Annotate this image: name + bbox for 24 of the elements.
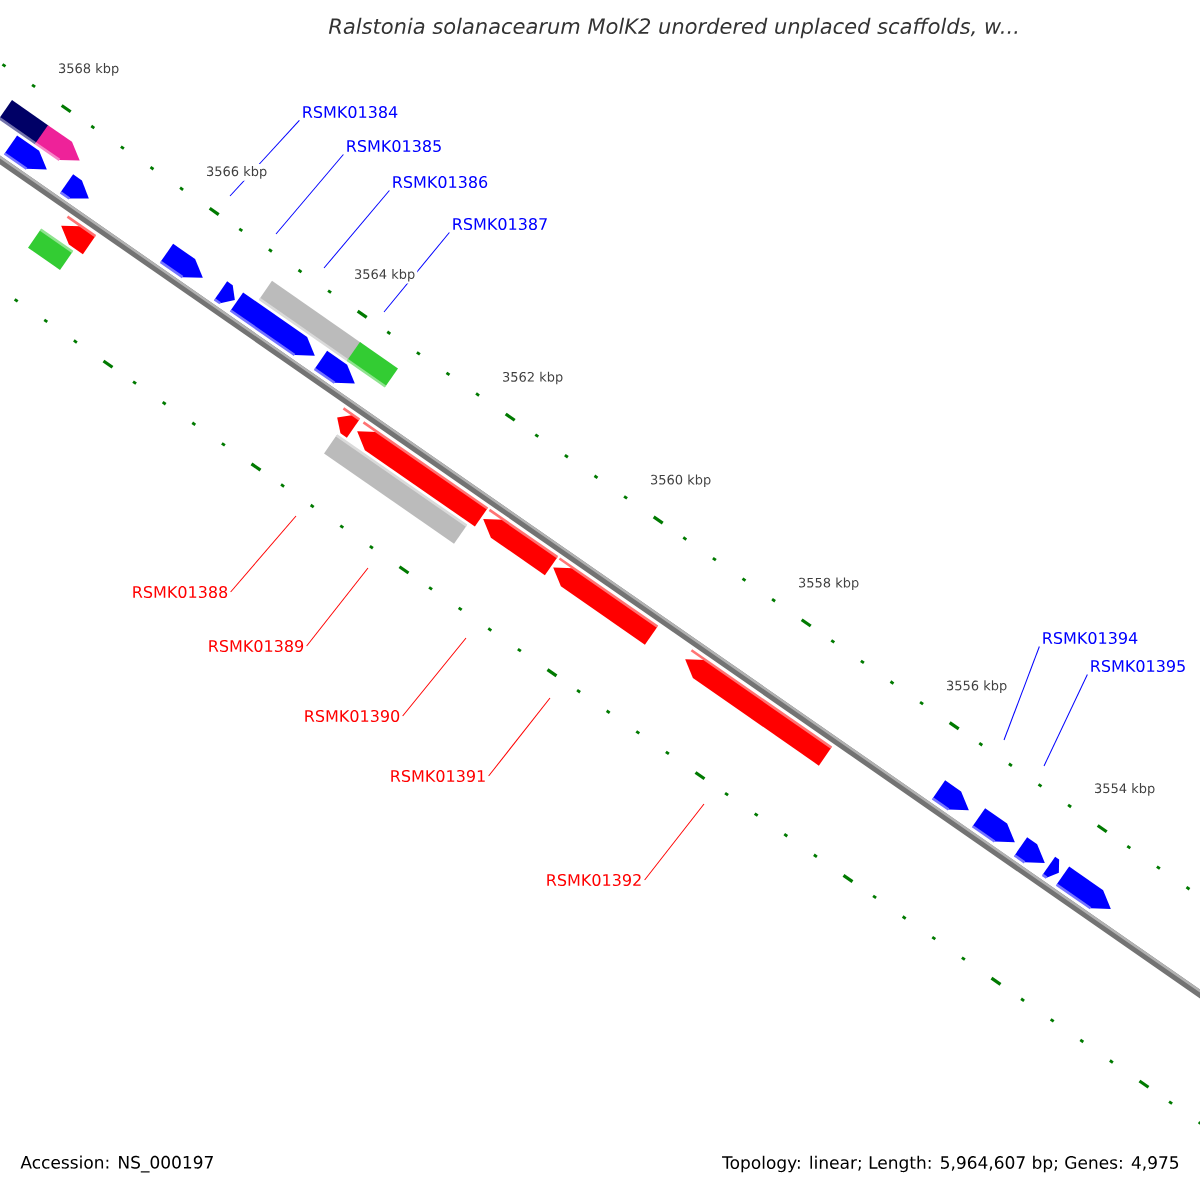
gene-label: RSMK01389 [209,639,304,653]
leader-line [488,697,551,777]
gene-label: RSMK01386 [393,175,488,189]
title: Ralstonia solanacearum MolK2 unordered unplaced scaffolds, w... [328,17,1018,39]
leader-line [275,153,344,235]
leader-line [230,515,297,593]
gene-label: RSMK01395 [1091,659,1185,673]
leader-line [1043,673,1088,767]
gene-label: RSMK01392 [547,873,641,887]
gene-label: RSMK01384 [303,105,398,119]
gene-label: RSMK01385 [347,139,441,153]
gene-label: RSMK01388 [133,585,228,599]
genome-info-label: Topology: linear; Length: 5,964,607 bp; Genes: 4,975 [722,1155,1179,1173]
leader-line [323,189,390,269]
gene-label: RSMK01391 [391,769,485,783]
gene-label: RSMK01387 [453,217,547,231]
gene-label: RSMK01394 [1043,631,1138,645]
leader-line [383,231,450,313]
leader-line [1003,645,1040,741]
accession-label: Accession: NS_000197 [20,1155,213,1173]
leader-line [402,637,467,717]
leader-line [306,567,369,647]
gene-label: RSMK01390 [305,709,400,723]
leader-line [644,803,705,881]
